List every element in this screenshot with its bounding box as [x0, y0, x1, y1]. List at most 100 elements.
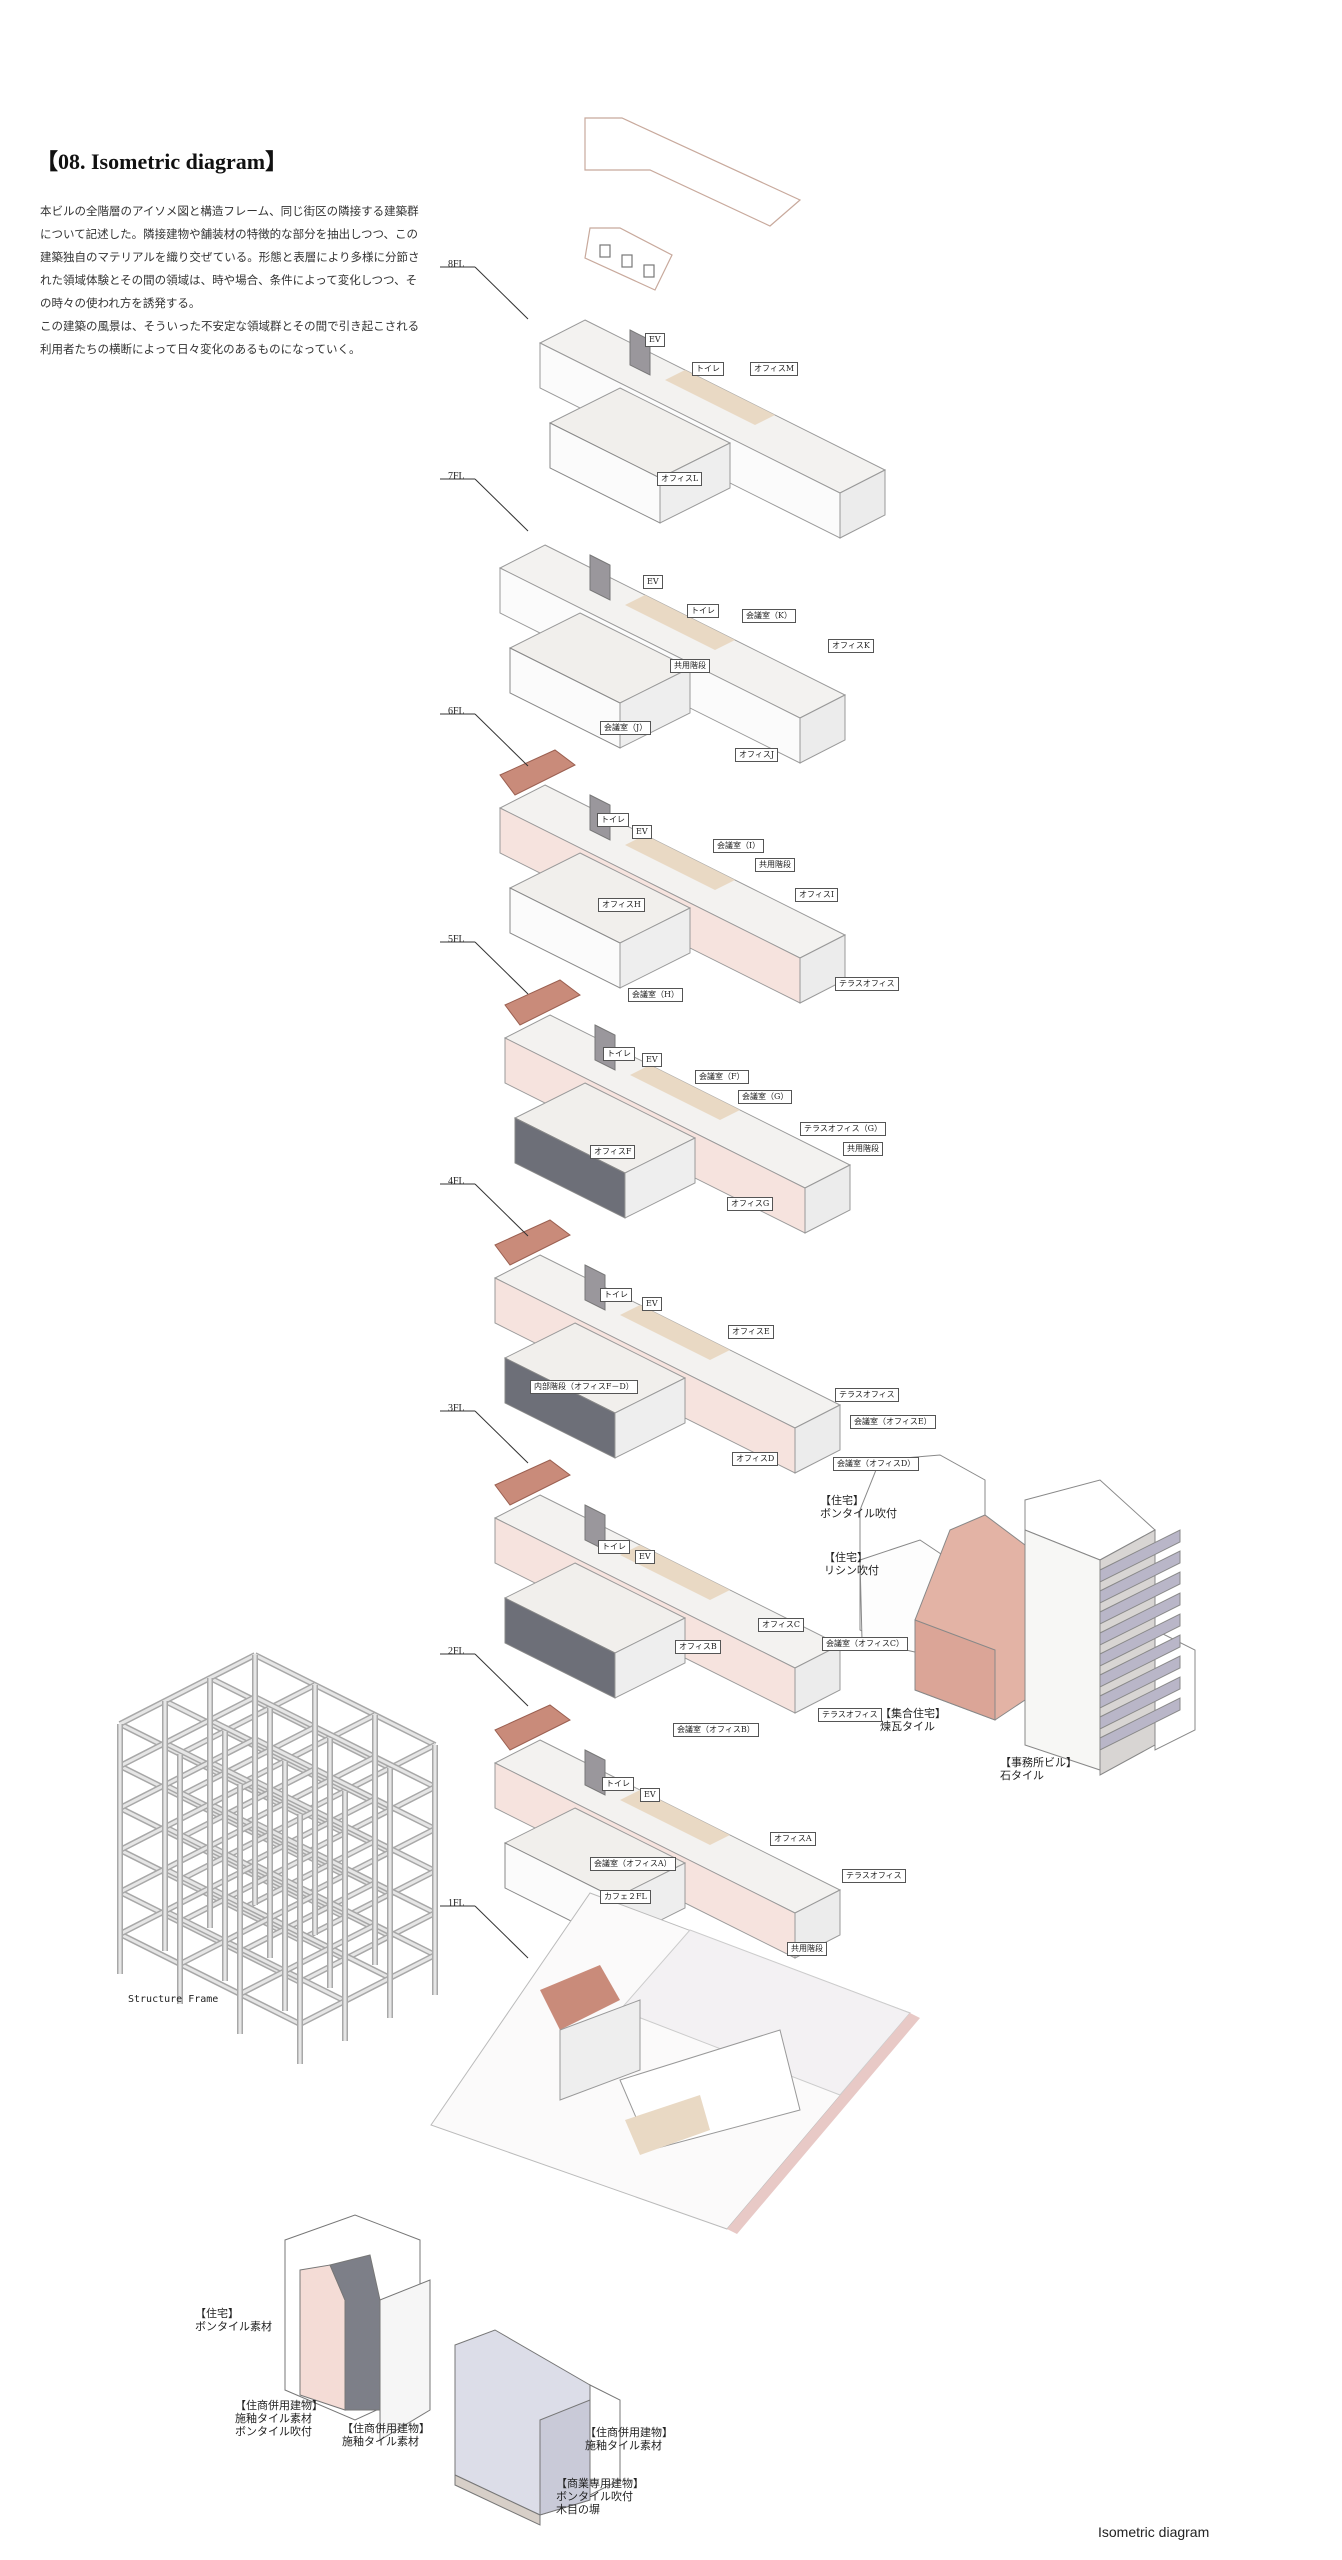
floor-label: 7FL: [448, 471, 465, 482]
material-label: 【事務所ビル】 石タイル: [1000, 1756, 1077, 1782]
beam: [299, 1869, 436, 1942]
beam: [299, 1827, 436, 1900]
slab-slat: [1099, 1634, 1181, 1688]
roof-slab: [584, 117, 802, 291]
beam: [299, 1785, 436, 1858]
room-label: 会議室（オフィスA）: [590, 1857, 676, 1871]
beam: [179, 1809, 316, 1882]
room-label: オフィスJ: [735, 748, 779, 762]
room-label: カフェ２FL: [600, 1890, 651, 1904]
beam: [254, 1737, 436, 1831]
wing-end-wall: [619, 907, 691, 989]
leader-line: [474, 941, 529, 995]
beam: [119, 1653, 256, 1726]
room-label: オフィスL: [657, 472, 703, 486]
wing-end-wall: [614, 1377, 686, 1459]
room-label: トイレ: [600, 1288, 632, 1302]
room-label: トイレ: [602, 1777, 634, 1791]
beam: [209, 1718, 391, 1812]
beam: [164, 1867, 346, 1961]
beam: [299, 1953, 436, 2026]
room-label: オフィスC: [758, 1618, 804, 1632]
beam: [299, 1743, 436, 1816]
structure-frame-label: Structure Frame: [128, 1994, 219, 2005]
room-label: トイレ: [603, 1047, 635, 1061]
material-label: 【住宅】 ボンタイル素材: [195, 2307, 272, 2333]
material-label: 【住宅】 リシン吹付: [824, 1551, 879, 1577]
room-label: EV: [635, 1550, 655, 1564]
wing-end-wall: [614, 1617, 686, 1699]
room-label: オフィスI: [795, 888, 838, 902]
beam: [164, 1909, 346, 2003]
floor-finish: [630, 1065, 740, 1120]
material-label: 【住商併用建物】 施釉タイル素材: [585, 2426, 673, 2452]
room-label: オフィスE: [728, 1325, 774, 1339]
leader-line: [474, 1410, 529, 1464]
office-building-slats: [1099, 1529, 1181, 1751]
material-label: 【住宅】 ボンタイル吹付: [820, 1494, 897, 1520]
beam: [119, 1695, 256, 1768]
floor-label: 2FL: [448, 1646, 465, 1657]
slab-slat: [1099, 1592, 1181, 1646]
beam: [179, 1725, 316, 1798]
room-label: オフィスD: [732, 1452, 779, 1466]
room-label: オフィスK: [828, 639, 874, 653]
room-label: EV: [643, 575, 663, 589]
material-label: 【住商併用建物】 施釉タイル素材: [342, 2422, 430, 2448]
leader-line: [474, 1905, 529, 1959]
room-label: 共用階段: [787, 1942, 827, 1956]
ev-core: [589, 554, 611, 601]
leader-line: [474, 1183, 529, 1237]
brick-stair: [494, 1459, 571, 1506]
beam: [119, 1932, 301, 2026]
end-wall: [839, 469, 886, 539]
room-label: オフィスH: [598, 898, 645, 912]
beam: [239, 1713, 376, 1786]
floor-8FL: [538, 319, 887, 539]
ground-plane-1fl: [430, 1892, 920, 2234]
floor-label: 3FL: [448, 1403, 465, 1414]
room-label: 会議室（オフィスC）: [822, 1637, 908, 1651]
floor-label: 6FL: [448, 706, 465, 717]
room-label: 会議室（オフィスD）: [833, 1457, 920, 1471]
floor-6FL: [498, 749, 847, 1004]
caption: Isometric diagram: [1098, 2524, 1210, 2540]
room-label: 会議室（オフィスB）: [673, 1723, 759, 1737]
floor-leader-lines: [440, 266, 529, 1959]
beam: [239, 1923, 376, 1996]
beam: [119, 1779, 256, 1852]
room-label: 会議室（F）: [695, 1070, 749, 1084]
floor-3FL: [493, 1459, 842, 1714]
brick-stair: [504, 979, 581, 1026]
floor-5FL: [503, 979, 852, 1234]
room-label: テラスオフィス: [835, 1388, 899, 1402]
room-label: 会議室（I）: [713, 839, 765, 853]
room-label: 会議室（J）: [600, 721, 652, 735]
room-label: オフィスA: [770, 1832, 816, 1846]
room-label: 会議室（G）: [738, 1090, 793, 1104]
room-label: 共用階段: [755, 858, 795, 872]
beam: [239, 1881, 376, 1954]
room-label: トイレ: [687, 604, 719, 618]
floor-label: 5FL: [448, 934, 465, 945]
room-label: 会議室（K）: [742, 609, 796, 623]
floor-finish: [620, 1305, 730, 1360]
room-label: テラスオフィス: [835, 977, 899, 991]
slab-slat: [1099, 1571, 1181, 1625]
floor-finish: [620, 1790, 730, 1845]
room-label: EV: [640, 1788, 660, 1802]
room-label: オフィスM: [750, 362, 799, 376]
slab-slat: [1099, 1613, 1181, 1667]
description: 本ビルの全階層のアイソメ図と構造フレーム、同じ街区の隣接する建築群について記述し…: [40, 200, 420, 361]
beam: [209, 1676, 391, 1770]
beam: [119, 1863, 256, 1936]
end-wall: [794, 1644, 841, 1714]
end-wall: [804, 1164, 851, 1234]
room-label: オフィスG: [727, 1197, 774, 1211]
page-title: 【08. Isometric diagram】: [36, 149, 288, 174]
room-label: 共用階段: [670, 659, 710, 673]
floor-label: 1FL: [448, 1898, 465, 1909]
structure-frame: [117, 1652, 438, 2064]
